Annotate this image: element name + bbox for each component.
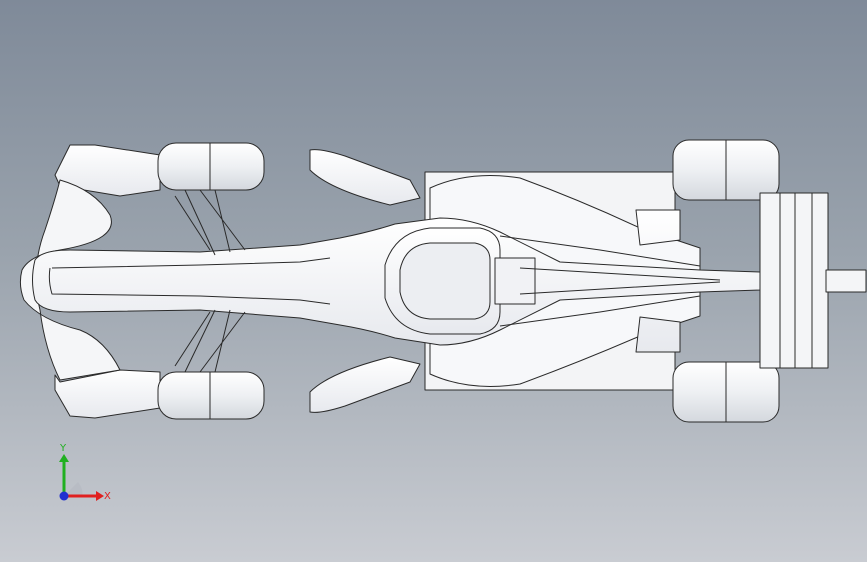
front-suspension-right (174, 309, 246, 373)
front-right-tire (157, 371, 265, 420)
z-axis-dot (59, 491, 69, 501)
rear-wing (759, 192, 867, 369)
engine-cover (499, 235, 721, 327)
front-left-tire (157, 142, 265, 191)
rear-right-tire (672, 361, 780, 423)
y-axis-label: Y (59, 443, 67, 454)
bargeboard-left (309, 149, 421, 206)
steering-wheel (494, 257, 536, 305)
x-axis-label: X (104, 491, 111, 502)
rear-left-tire (672, 139, 780, 201)
nose-inner (48, 267, 331, 305)
diffuser (635, 209, 681, 353)
bargeboard-right (309, 356, 421, 413)
front-wing (54, 144, 161, 197)
front-suspension-left (174, 189, 246, 256)
nose-inner-top (51, 257, 331, 269)
coordinate-triad: X Y (48, 438, 118, 508)
cockpit-opening (399, 242, 491, 320)
